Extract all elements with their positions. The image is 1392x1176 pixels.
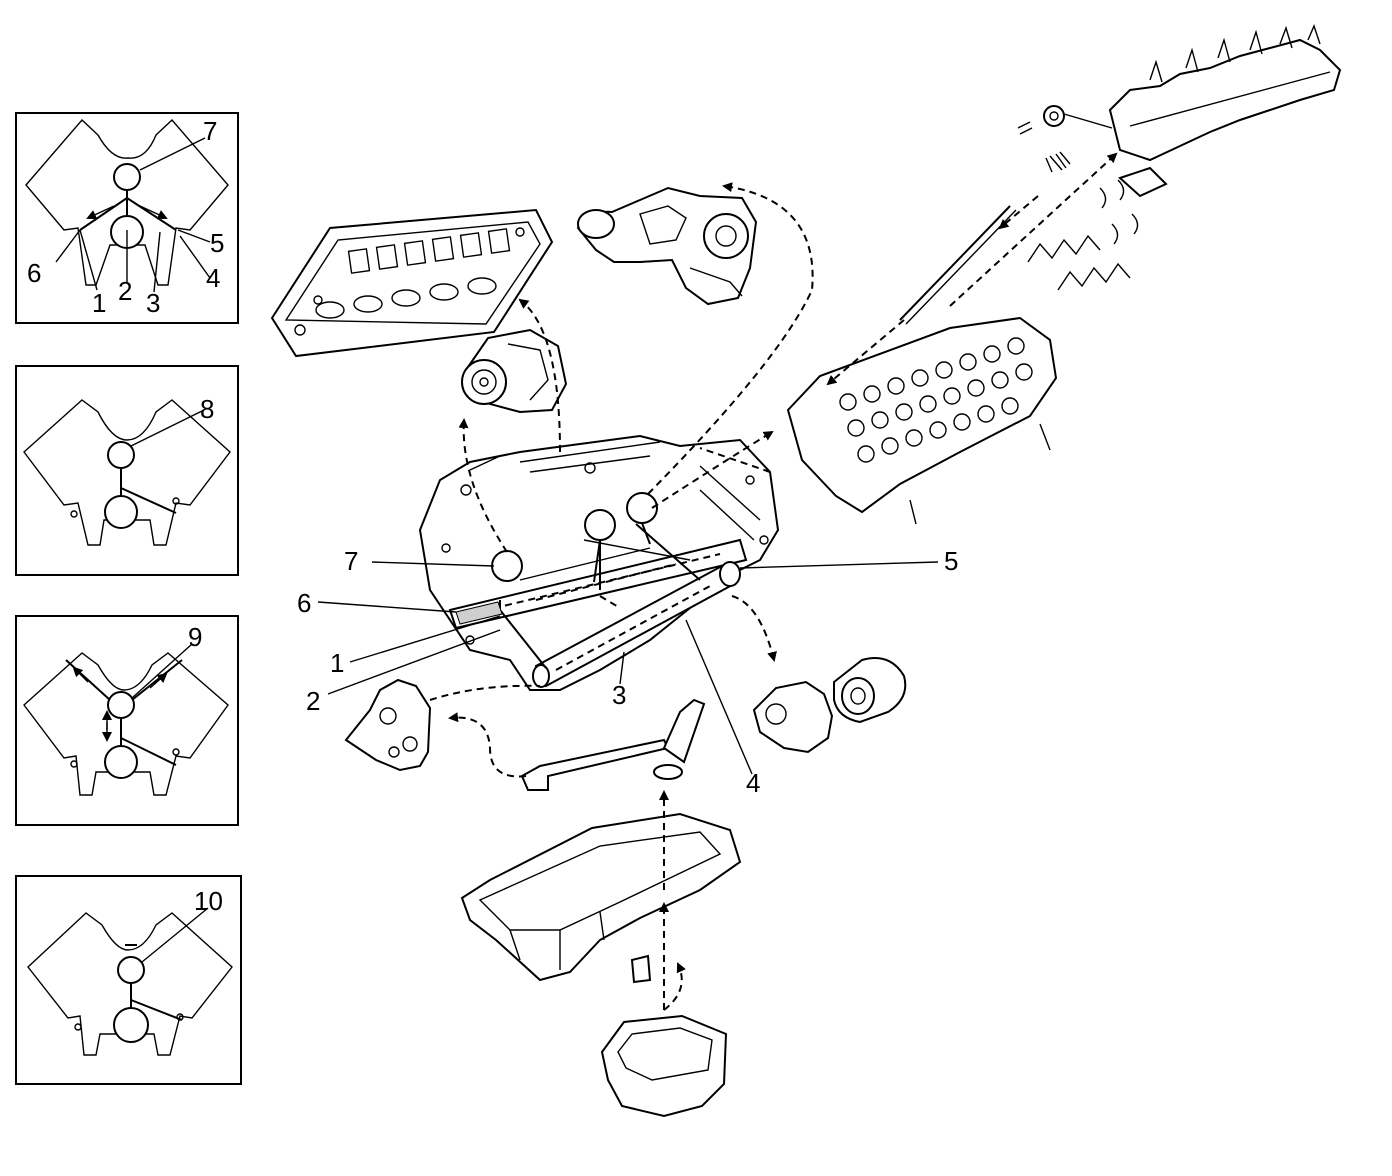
inset-panel-4: 10 [15, 875, 242, 1085]
pushrod [899, 205, 1011, 321]
upper-oil-pan [460, 812, 742, 982]
callout-label: 1 [330, 648, 344, 678]
panel-1-callout: 7 [203, 116, 217, 146]
turbocharger [576, 186, 758, 306]
panel-1-callout: 4 [206, 263, 220, 293]
panel-1-callout: 5 [210, 228, 224, 258]
callout-label: 6 [297, 588, 311, 618]
inset-panel-1: 7 6 5 4 1 2 3 [15, 112, 239, 324]
panel-1-callout: 2 [118, 276, 132, 306]
panel-4-callout: 10 [194, 886, 223, 916]
oil-filter [752, 657, 907, 754]
inset-panel-3: 9 [15, 615, 239, 826]
callout-label: 4 [746, 768, 760, 798]
oil-galleries [448, 523, 748, 688]
valve-springs [1027, 166, 1168, 291]
callout-leaders [317, 561, 939, 775]
rocker-arm-assembly [1017, 24, 1342, 173]
callout-label: 5 [944, 546, 958, 576]
compressor [461, 328, 568, 414]
panel-1-callout: 6 [27, 258, 41, 288]
callout-label: 7 [344, 546, 358, 576]
panel-1-callout: 1 [92, 288, 106, 318]
arrow-icon [429, 152, 1118, 1011]
callout-label: 3 [612, 680, 626, 710]
oil-pickup-tube [520, 698, 706, 791]
panel-2-callout: 8 [200, 394, 214, 424]
left-cylinder-head [270, 208, 554, 358]
lower-oil-pan [600, 954, 728, 1118]
right-cylinder-head [786, 316, 1058, 525]
callout-label: 2 [306, 686, 320, 716]
panel-1-callout: 3 [146, 288, 160, 318]
oil-pump [344, 678, 432, 772]
inset-panel-2: 8 [15, 365, 239, 576]
panel-3-callout: 9 [188, 622, 202, 652]
bearing-ring-icon [491, 492, 658, 583]
